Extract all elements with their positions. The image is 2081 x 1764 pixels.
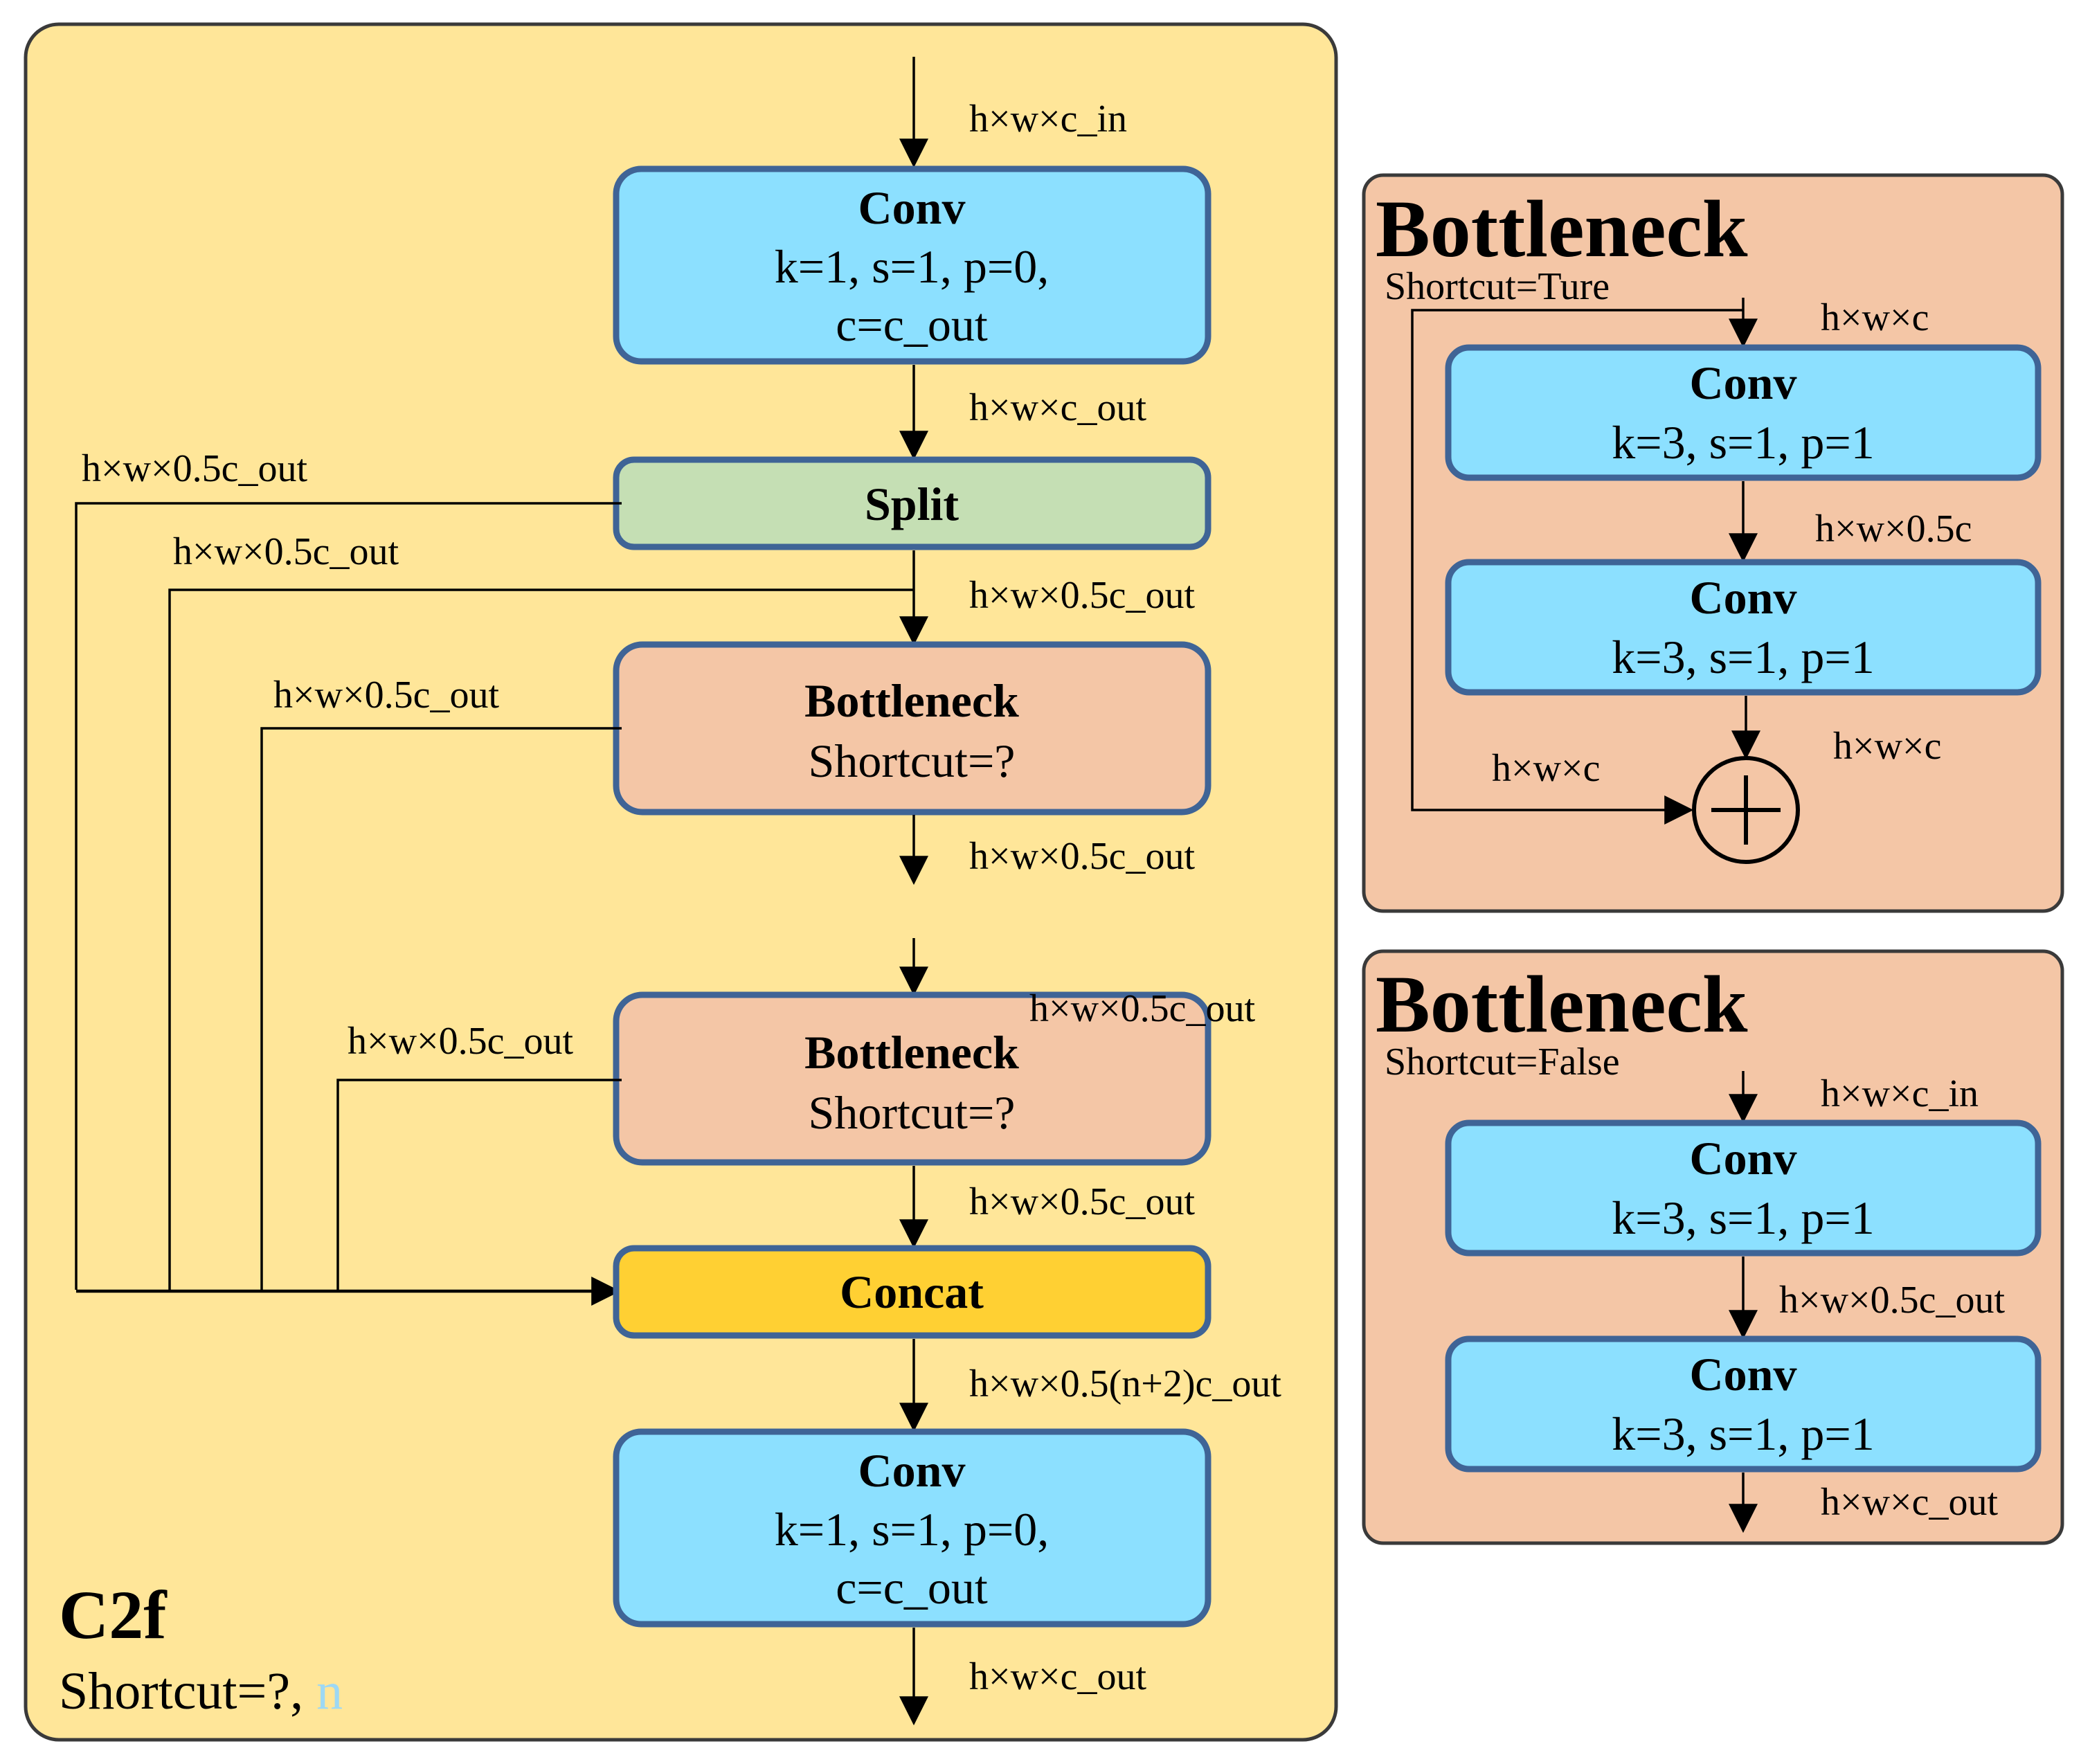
bottleneck-true-panel: Bottleneck Shortcut=Ture h×w×c h×w×c Con… (1362, 173, 2064, 913)
c2f-subtitle-n: n (316, 1662, 343, 1720)
bottleneck-true-conv1-params: k=3, s=1, p=1 (1612, 416, 1875, 469)
c2f-title: C2f (59, 1576, 168, 1653)
c2f-concat-title: Concat (840, 1266, 984, 1318)
c2f-conv-top-params: k=1, s=1, p=0, (775, 240, 1049, 293)
c2f-split-left-branch (75, 502, 622, 1290)
c2f-label-bn2-left: h×w×0.5c_out (348, 1020, 573, 1063)
c2f-label-bn2-down: h×w×0.5c_out (969, 1180, 1195, 1223)
bottleneck-true-conv1-box: Conv k=3, s=1, p=1 (1445, 344, 2042, 481)
c2f-label-bn1-left: h×w×0.5c_out (273, 674, 499, 717)
bottleneck-false-conv1-params: k=3, s=1, p=1 (1612, 1191, 1875, 1244)
bottleneck-false-conv2-title: Conv (1690, 1348, 1797, 1401)
c2f-label-split-left: h×w×0.5c_out (82, 447, 307, 490)
bottleneck-false-subtitle: Shortcut=False (1385, 1041, 1620, 1083)
c2f-split-title: Split (865, 478, 959, 530)
c2f-conv-bottom-box: Conv k=1, s=1, p=0, c=c_out (613, 1428, 1211, 1628)
c2f-label-split-down: h×w×0.5c_out (969, 574, 1195, 617)
c2f-label-bn2-in-overlay: h×w×0.5c_out (1029, 987, 1255, 1030)
c2f-conv-bottom-channels: c=c_out (836, 1561, 988, 1614)
c2f-concat-box: Concat (613, 1245, 1211, 1339)
bottleneck-false-title: Bottleneck (1376, 959, 1748, 1050)
c2f-label-bn1-down: h×w×0.5c_out (969, 835, 1195, 878)
bottleneck-true-shortcut-path (1411, 309, 1743, 825)
c2f-bn2-title: Bottleneck (804, 1026, 1019, 1079)
c2f-bn1-left-branch (260, 727, 622, 1290)
bottleneck-true-label-shortcut: h×w×c (1492, 747, 1600, 790)
c2f-conv-top-title: Conv (858, 181, 966, 234)
c2f-subtitle: Shortcut=?, n (59, 1662, 343, 1720)
c2f-panel: h×w×c_in Conv k=1, s=1, p=0, c=c_out h×w… (24, 22, 1338, 1742)
bottleneck-false-conv1-box: Conv k=3, s=1, p=1 (1445, 1119, 2042, 1257)
c2f-label-concat-down: h×w×0.5(n+2)c_out (969, 1362, 1281, 1405)
c2f-conv-top-channels: c=c_out (836, 298, 988, 351)
bottleneck-false-label-mid: h×w×0.5c_out (1779, 1279, 2005, 1322)
c2f-subtitle-prefix: Shortcut=?, (59, 1662, 316, 1720)
bottleneck-false-label-input: h×w×c_in (1821, 1072, 1979, 1115)
c2f-label-output: h×w×c_out (969, 1655, 1146, 1698)
bottleneck-true-label-input: h×w×c (1821, 296, 1929, 339)
bottleneck-false-conv2-box: Conv k=3, s=1, p=1 (1445, 1335, 2042, 1473)
c2f-label-split-mid: h×w×0.5c_out (173, 530, 399, 573)
bottleneck-true-add-node (1692, 756, 1800, 864)
c2f-conv-bottom-params: k=1, s=1, p=0, (775, 1503, 1049, 1556)
c2f-conv-top-box: Conv k=1, s=1, p=0, c=c_out (613, 165, 1211, 365)
bottleneck-false-conv1-title: Conv (1690, 1132, 1797, 1185)
c2f-bn2-left-branch (336, 1079, 622, 1290)
bottleneck-false-label-output: h×w×c_out (1821, 1481, 1998, 1524)
bottleneck-true-title: Bottleneck (1376, 183, 1748, 274)
bottleneck-true-label-mid: h×w×0.5c (1815, 507, 1972, 550)
bottleneck-true-conv2-params: k=3, s=1, p=1 (1612, 631, 1875, 683)
c2f-bn1-shortcut: Shortcut=? (809, 735, 1016, 787)
c2f-bottleneck-1-box: Bottleneck Shortcut=? (613, 641, 1211, 816)
bottleneck-true-conv2-box: Conv k=3, s=1, p=1 (1445, 559, 2042, 696)
c2f-bn2-shortcut: Shortcut=? (809, 1086, 1016, 1139)
bottleneck-false-conv2-params: k=3, s=1, p=1 (1612, 1407, 1875, 1460)
c2f-split-box: Split (613, 456, 1211, 550)
bottleneck-true-label-after-conv2: h×w×c (1833, 725, 1941, 768)
bottleneck-false-panel: Bottleneck Shortcut=False h×w×c_in Conv … (1362, 949, 2064, 1545)
c2f-bn1-title: Bottleneck (804, 674, 1019, 727)
bottleneck-true-conv2-title: Conv (1690, 571, 1797, 624)
bottleneck-true-subtitle: Shortcut=Ture (1385, 265, 1610, 308)
c2f-bottleneck-2-box: Bottleneck Shortcut=? (613, 991, 1211, 1166)
c2f-label-after-conv: h×w×c_out (969, 386, 1146, 429)
c2f-conv-bottom-title: Conv (858, 1444, 966, 1497)
c2f-label-input: h×w×c_in (969, 98, 1127, 141)
c2f-split-mid-branch (168, 588, 914, 1290)
bottleneck-true-conv1-title: Conv (1690, 357, 1797, 409)
